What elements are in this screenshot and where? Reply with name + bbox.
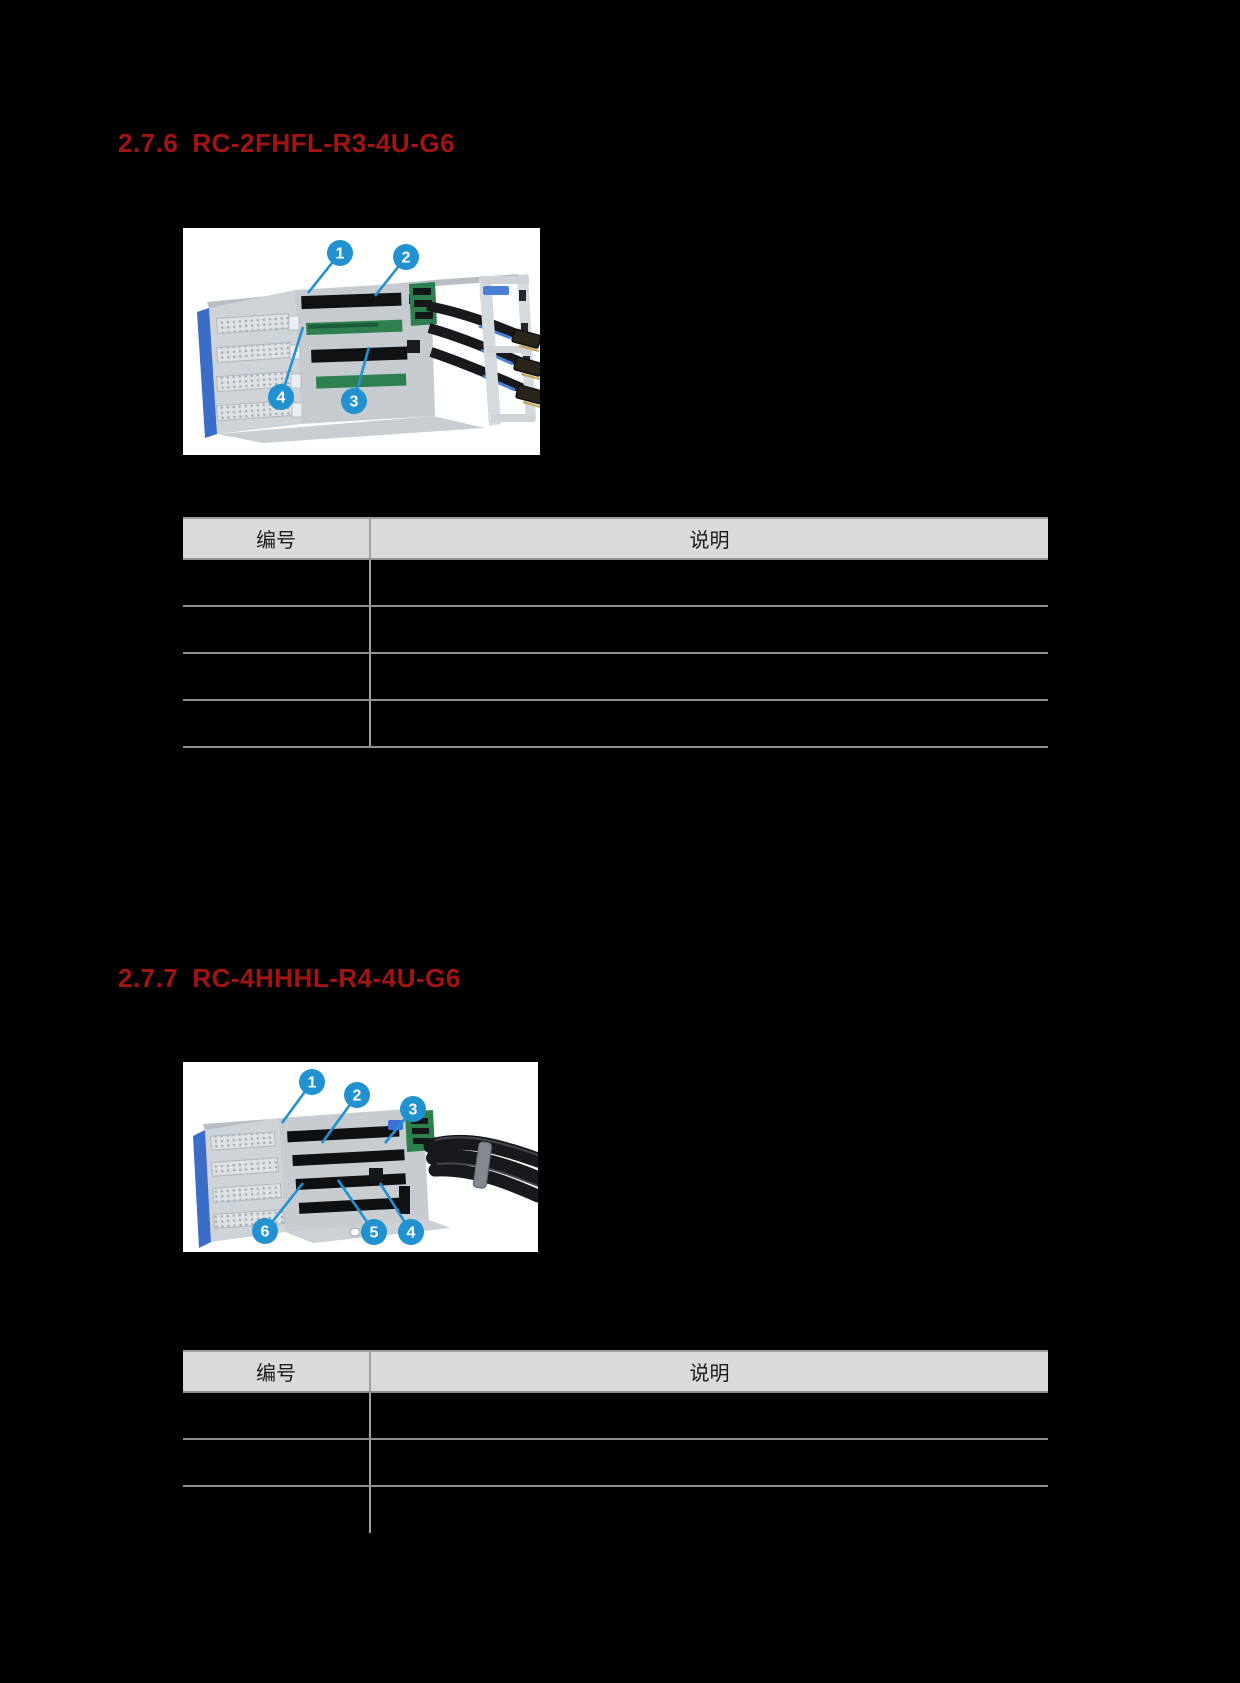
callout-layer: 1 2 4 3: [268, 240, 419, 414]
section-heading-2-7-6: 2.7.6 RC-2FHFL-R3-4U-G6: [118, 128, 455, 159]
cell-number: [183, 1486, 371, 1533]
table-row: [183, 653, 1048, 701]
table-row: [183, 606, 1048, 654]
callout-circle-6: [252, 1218, 278, 1244]
cell-description: [370, 1392, 1048, 1440]
table-header-row: 编号 说明: [183, 517, 1048, 560]
section-number: 2.7.6: [118, 128, 179, 158]
figure-rc-4hhhl-riser: 1 2 3 6 5 4: [183, 1062, 538, 1252]
section-title: RC-4HHHL-R4-4U-G6: [192, 963, 461, 993]
callout-number-4: 4: [277, 390, 286, 407]
callout-layer: 1 2 3 6 5 4: [252, 1069, 426, 1245]
callout-number-2: 2: [402, 250, 411, 267]
callout-circle-1: [327, 240, 353, 266]
callout-number-4: 4: [407, 1225, 416, 1242]
table-row: [183, 1392, 1048, 1440]
callout-number-3: 3: [350, 394, 359, 411]
table-row: [183, 1486, 1048, 1533]
callout-number-2: 2: [353, 1088, 362, 1105]
numbering-table-2-7-6: 编号 说明: [183, 517, 1048, 748]
section-number: 2.7.7: [118, 963, 179, 993]
callout-number-1: 1: [336, 246, 345, 263]
cell-description: [370, 559, 1048, 607]
section-title: RC-2FHFL-R3-4U-G6: [192, 128, 456, 158]
cell-number: [183, 700, 371, 748]
cell-description: [370, 1439, 1048, 1487]
callout-circle-4: [398, 1219, 424, 1245]
cell-number: [183, 559, 371, 607]
callout-number-5: 5: [370, 1225, 379, 1242]
cell-description: [370, 653, 1048, 701]
column-header-description: 说明: [370, 1350, 1048, 1393]
table-header-row: 编号 说明: [183, 1350, 1048, 1393]
cell-description: [370, 1486, 1048, 1533]
cell-number: [183, 1392, 371, 1440]
callout-circle-3: [341, 388, 367, 414]
callout-number-1: 1: [308, 1075, 317, 1092]
table-row: [183, 559, 1048, 607]
cell-number: [183, 653, 371, 701]
callout-number-3: 3: [409, 1102, 418, 1119]
column-header-number: 编号: [183, 1350, 371, 1393]
cell-number: [183, 1439, 371, 1487]
column-header-number: 编号: [183, 517, 371, 560]
cell-description: [370, 606, 1048, 654]
section-heading-2-7-7: 2.7.7 RC-4HHHL-R4-4U-G6: [118, 963, 461, 994]
callout-number-6: 6: [261, 1224, 270, 1241]
callout-circle-1: [299, 1069, 325, 1095]
callout-circle-4: [268, 384, 294, 410]
callout-circle-2: [344, 1082, 370, 1108]
cell-description: [370, 700, 1048, 748]
figure-rc-2fhfl-riser: 1 2 4 3: [183, 228, 540, 455]
table-row: [183, 1439, 1048, 1487]
callout-circle-3: [400, 1096, 426, 1122]
cell-number: [183, 606, 371, 654]
riser-photo-2fhfl: [183, 228, 540, 455]
callout-circle-5: [361, 1219, 387, 1245]
callout-circle-2: [393, 244, 419, 270]
column-header-description: 说明: [370, 517, 1048, 560]
table-row: [183, 700, 1048, 748]
numbering-table-2-7-7: 编号 说明: [183, 1350, 1048, 1533]
